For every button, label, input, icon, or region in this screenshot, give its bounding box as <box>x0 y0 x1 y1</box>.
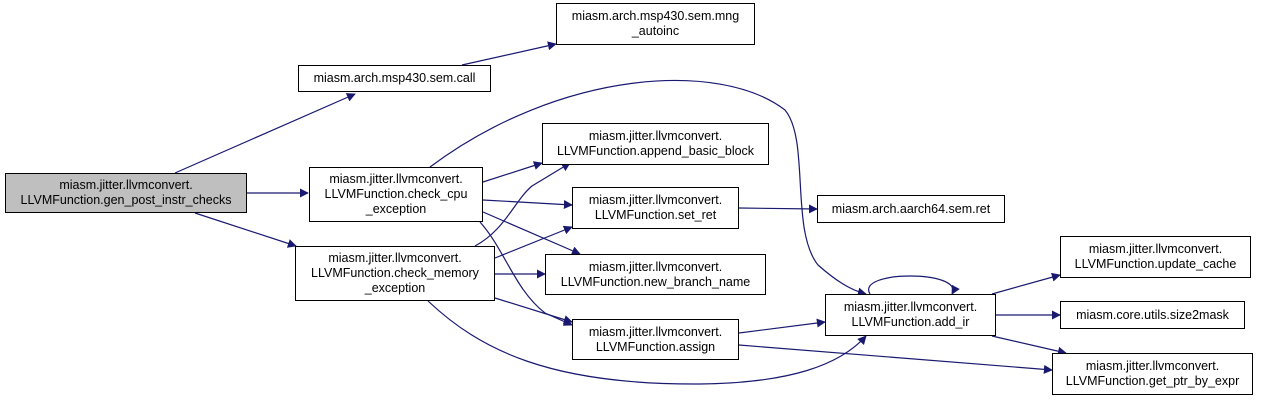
node-mng-autoinc-line-2: _autoinc <box>631 24 680 38</box>
edge-check-memory-exception-to-assign <box>494 297 573 324</box>
node-update-cache-line-2: LLVMFunction.update_cache <box>1074 257 1237 271</box>
node-get-ptr-by-expr-line-2: LLVMFunction.get_ptr_by_expr <box>1065 374 1240 388</box>
node-aarch64-ret-line-1: miasm.arch.aarch64.sem.ret <box>831 201 991 216</box>
node-mng-autoinc-line-1: miasm.arch.msp430.sem.mng <box>571 9 740 23</box>
node-check-cpu-exception-line-2: LLVMFunction.check_cpu <box>324 187 468 201</box>
edge-add-ir-to-update-cache <box>991 272 1061 295</box>
node-check-memory-exception-line-2: LLVMFunction.check_memory <box>311 266 479 280</box>
edge-add-ir-to-add-ir <box>868 275 960 295</box>
edge-gen-post-instr-checks-to-check-memory-exception <box>194 212 297 248</box>
node-check-memory-exception-line-3: _exception <box>364 281 426 295</box>
node-check-memory-exception[interactable]: miasm.jitter.llvmconvert. LLVMFunction.c… <box>295 246 495 301</box>
edge-set-ret-to-aarch64-ret <box>738 204 818 214</box>
node-set-ret-line-1: miasm.jitter.llvmconvert. <box>588 193 723 207</box>
node-set-ret[interactable]: miasm.jitter.llvmconvert. LLVMFunction.s… <box>572 187 739 229</box>
node-msp430-call-line-1: miasm.arch.msp430.sem.call <box>313 71 476 85</box>
node-new-branch-name-line-2: LLVMFunction.new_branch_name <box>560 274 751 289</box>
node-assign[interactable]: miasm.jitter.llvmconvert. LLVMFunction.a… <box>572 319 739 360</box>
node-gen-post-instr-checks[interactable]: miasm.jitter.llvmconvert. LLVMFunction.g… <box>5 173 247 213</box>
node-new-branch-name-line-1: miasm.jitter.llvmconvert. <box>588 259 723 274</box>
node-new-branch-name[interactable]: miasm.jitter.llvmconvert. LLVMFunction.n… <box>545 254 766 295</box>
node-get-ptr-by-expr[interactable]: miasm.jitter.llvmconvert. LLVMFunction.g… <box>1052 353 1253 395</box>
edge-check-cpu-exception-to-new-branch-name <box>482 211 581 255</box>
node-check-cpu-exception-line-1: miasm.jitter.llvmconvert. <box>329 172 463 186</box>
edge-assign-to-get-ptr-by-expr <box>738 344 1053 374</box>
node-check-cpu-exception[interactable]: miasm.jitter.llvmconvert. LLVMFunction.c… <box>309 167 483 222</box>
edge-check-cpu-exception-to-add-ir <box>429 79 867 297</box>
node-size2mask[interactable]: miasm.core.utils.size2mask <box>1060 301 1245 329</box>
node-assign-line-1: miasm.jitter.llvmconvert. <box>588 324 723 339</box>
node-update-cache[interactable]: miasm.jitter.llvmconvert. LLVMFunction.u… <box>1060 236 1251 278</box>
edge-check-memory-exception-to-set-ret <box>494 225 573 259</box>
edge-assign-to-add-ir <box>738 318 826 334</box>
edge-check-memory-exception-to-add-ir <box>427 300 867 385</box>
node-aarch64-ret[interactable]: miasm.arch.aarch64.sem.ret <box>817 195 1005 223</box>
edge-gen-post-instr-checks-to-msp430-call <box>174 93 356 174</box>
node-add-ir[interactable]: miasm.jitter.llvmconvert. LLVMFunction.a… <box>825 294 996 336</box>
node-assign-line-2: LLVMFunction.assign <box>595 339 716 354</box>
edge-msp430-call-to-mng-autoinc <box>461 41 557 66</box>
node-check-cpu-exception-line-3: _exception <box>365 202 427 216</box>
node-append-basic-block-line-1: miasm.jitter.llvmconvert. <box>588 129 723 143</box>
node-add-ir-line-1: miasm.jitter.llvmconvert. <box>843 300 978 314</box>
edge-check-cpu-exception-to-append-basic-block <box>482 161 543 183</box>
edge-check-memory-exception-to-append-basic-block <box>474 162 571 247</box>
node-add-ir-line-2: LLVMFunction.add_ir <box>851 315 970 329</box>
node-append-basic-block-line-2: LLVMFunction.append_basic_block <box>556 144 755 158</box>
node-check-memory-exception-line-1: miasm.jitter.llvmconvert. <box>328 251 462 265</box>
node-size2mask-line-1: miasm.core.utils.size2mask <box>1076 307 1229 322</box>
node-set-ret-line-2: LLVMFunction.set_ret <box>594 208 717 222</box>
node-msp430-call[interactable]: miasm.arch.msp430.sem.call <box>298 65 491 92</box>
node-update-cache-line-1: miasm.jitter.llvmconvert. <box>1088 242 1223 256</box>
node-gen-post-instr-checks-line-2: LLVMFunction.gen_post_instr_checks <box>20 193 232 207</box>
node-mng-autoinc[interactable]: miasm.arch.msp430.sem.mng _autoinc <box>556 3 755 45</box>
edge-check-cpu-exception-to-set-ret <box>482 199 573 210</box>
node-get-ptr-by-expr-line-1: miasm.jitter.llvmconvert. <box>1085 359 1220 373</box>
node-gen-post-instr-checks-line-1: miasm.jitter.llvmconvert. <box>59 178 193 192</box>
edge-add-ir-to-get-ptr-by-expr <box>991 335 1067 356</box>
node-append-basic-block[interactable]: miasm.jitter.llvmconvert. LLVMFunction.a… <box>542 123 769 165</box>
